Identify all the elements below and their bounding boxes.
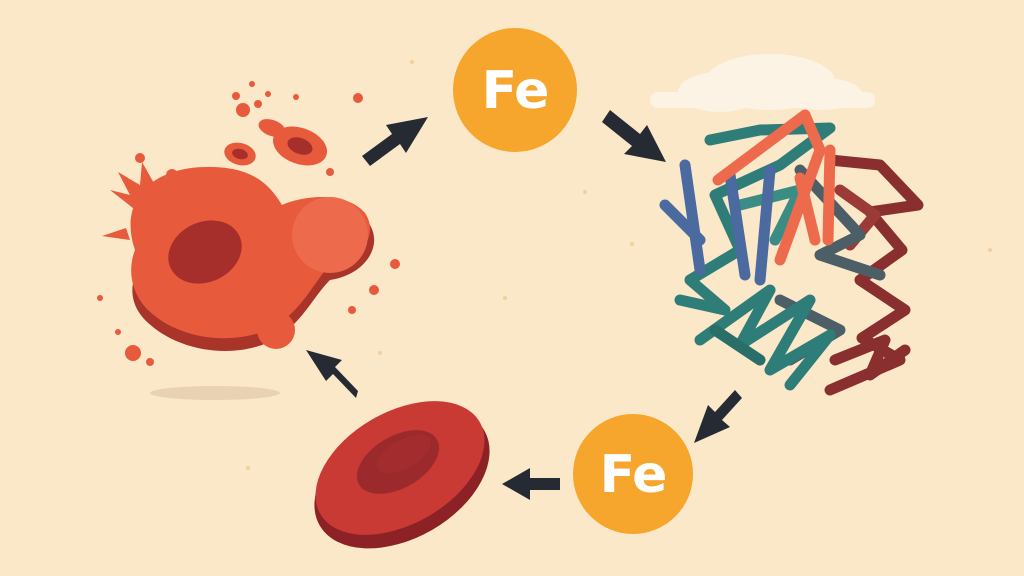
- arrow-icon: [694, 390, 742, 443]
- arrow-icon: [602, 110, 666, 162]
- arrow-icon: [502, 468, 560, 500]
- arrow-icon: [362, 117, 428, 166]
- iron-label-top: Fe: [482, 61, 549, 121]
- iron-atom-icon: Fe: [573, 414, 693, 534]
- red-blood-cell-icon: [314, 401, 490, 549]
- tangled-protein-icon: [659, 109, 924, 396]
- arrow-icon: [306, 350, 358, 398]
- iron-atom-icon: Fe: [453, 28, 577, 152]
- iron-label-bottom: Fe: [600, 445, 667, 505]
- cloud-icon: [650, 54, 875, 112]
- ruptured-red-blood-cell-icon: [97, 81, 400, 400]
- cell-shadow: [150, 386, 280, 400]
